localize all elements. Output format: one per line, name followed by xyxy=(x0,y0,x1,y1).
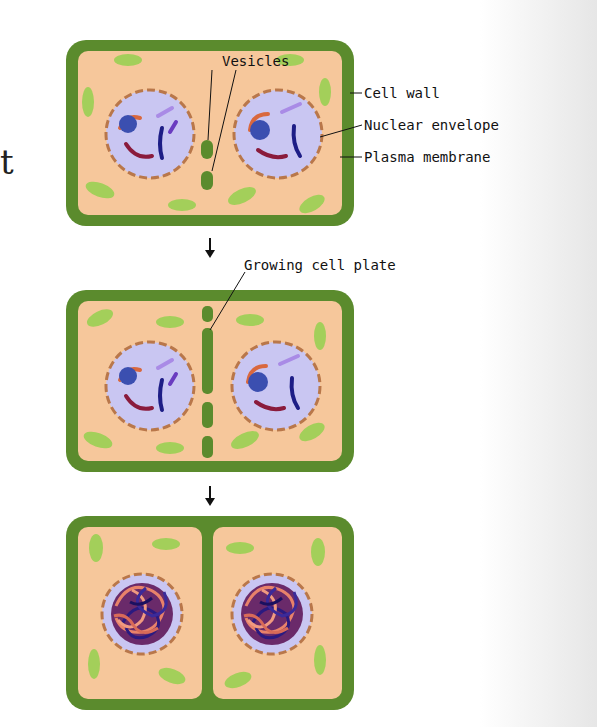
part-label: Cell wall xyxy=(364,84,440,102)
part-label: Growing cell plate xyxy=(244,256,396,274)
part-label: Plasma membrane xyxy=(364,148,490,166)
slide-text-fragment: t xyxy=(0,142,14,182)
part-label: Vesicles xyxy=(222,52,289,70)
part-label: Nuclear envelope xyxy=(364,116,499,134)
